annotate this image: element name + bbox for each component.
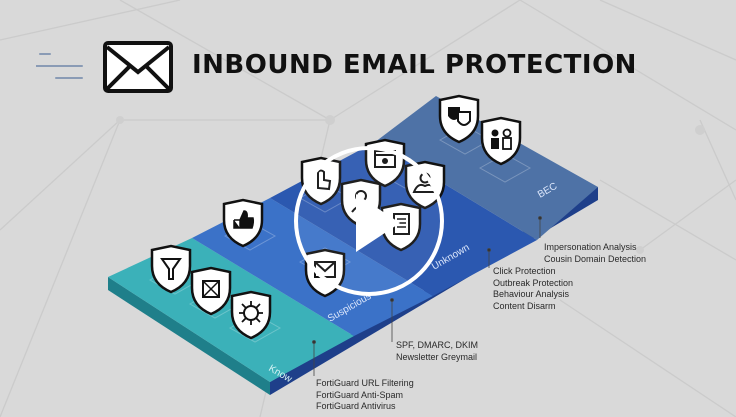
envelope-icon	[103, 41, 173, 93]
annotation-know-line: FortiGuard Antivirus	[316, 401, 396, 411]
annotation-suspicious-line: Newsletter Greymail	[396, 351, 478, 362]
people-shield-icon	[480, 116, 522, 166]
zone-bec	[375, 96, 598, 240]
virus-shield-icon	[230, 290, 272, 340]
annotation-unknown-line: Outbreak Protection	[493, 277, 574, 288]
annotation-unknown-line: Click Protection	[493, 266, 556, 276]
annotation-unknown-line: Behaviour Analysis	[493, 289, 570, 299]
play-icon[interactable]	[356, 194, 400, 252]
annotation-know-line: FortiGuard URL Filtering	[316, 378, 414, 388]
box-shield-icon	[190, 266, 232, 316]
thumbs-shield-icon	[222, 198, 264, 248]
speed-lines-icon	[36, 53, 83, 79]
annotation-bec-line: Cousin Domain Detection	[544, 253, 647, 264]
header: INBOUND EMAIL PROTECTION	[36, 36, 716, 96]
annotation-know-line: FortiGuard Anti-Spam	[316, 389, 404, 400]
annotation-bec-line: Impersonation Analysis	[544, 242, 637, 252]
annotation-know: FortiGuard URL Filtering FortiGuard Anti…	[316, 378, 414, 413]
annotation-unknown: Click Protection Outbreak Protection Beh…	[493, 266, 573, 312]
play-button[interactable]	[294, 146, 444, 296]
page-title: INBOUND EMAIL PROTECTION	[192, 50, 637, 80]
filter-shield-icon	[150, 244, 192, 294]
annotation-suspicious-line: SPF, DMARC, DKIM	[396, 340, 479, 350]
annotation-suspicious: SPF, DMARC, DKIM Newsletter Greymail	[396, 340, 478, 363]
annotation-unknown-line: Content Disarm	[493, 300, 556, 311]
annotation-bec: Impersonation Analysis Cousin Domain Det…	[544, 242, 646, 265]
masks-shield-icon	[438, 94, 480, 144]
